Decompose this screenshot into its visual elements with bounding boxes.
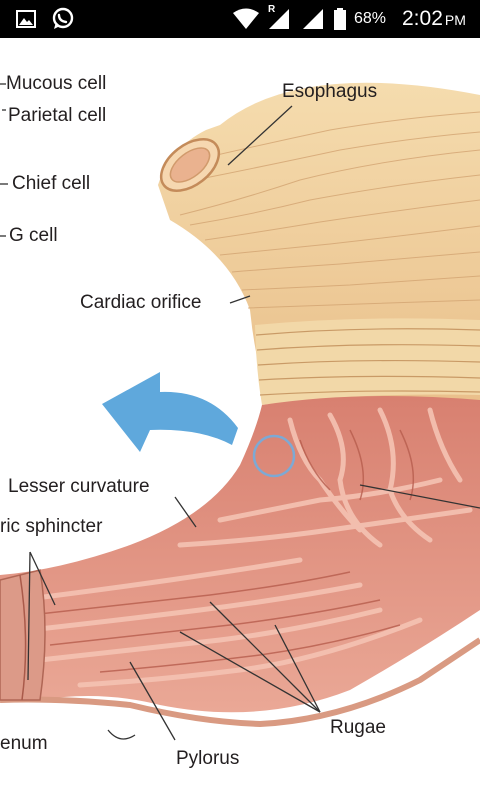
whatsapp-icon[interactable] <box>50 0 74 38</box>
signal-icon <box>300 0 324 38</box>
stomach-mucosa <box>0 396 480 713</box>
gallery-icon[interactable] <box>16 0 36 38</box>
muscle-band <box>255 318 480 405</box>
label-chief-cell: Chief cell <box>12 173 91 194</box>
signal-roaming-icon <box>266 0 290 38</box>
label-cardiac-orifice: Cardiac orifice <box>80 292 202 313</box>
clock-ampm: PM <box>444 12 466 28</box>
label-parietal-cell: Parietal cell <box>8 105 107 126</box>
battery-icon <box>333 0 347 38</box>
battery-percent: 68% <box>354 10 387 27</box>
wifi-icon <box>232 0 260 38</box>
clock-time: 2:02 <box>402 7 443 30</box>
label-mucous-cell: Mucous cell <box>6 73 107 94</box>
label-g-cell: G cell <box>9 225 58 246</box>
label-pyloric-sphincter: ric sphincter <box>0 516 103 537</box>
stomach-diagram[interactable]: Mucous cell Parietal cell Chief cell G c… <box>0 38 480 800</box>
label-pylorus: Pylorus <box>176 748 240 769</box>
label-duodenum: enum <box>0 733 48 754</box>
touch-indicator <box>252 434 296 478</box>
back-arrow-shape <box>102 372 238 452</box>
stomach-illustration <box>0 82 480 741</box>
label-lesser-curvature: Lesser curvature <box>8 476 150 497</box>
label-esophagus: Esophagus <box>282 81 378 102</box>
pyloric-region <box>0 569 46 701</box>
label-rugae: Rugae <box>330 717 386 738</box>
roaming-badge: R <box>268 4 276 15</box>
